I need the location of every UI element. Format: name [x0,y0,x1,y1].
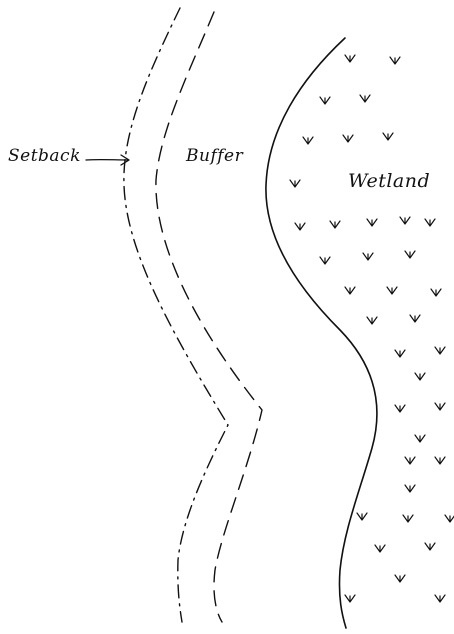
wetland-grass-icon [345,55,355,62]
wetland-grass-icon [435,457,445,464]
wetland-grass-icon [383,133,393,140]
wetland-grass-icon [360,95,370,102]
wetland-boundary [266,38,377,628]
wetland-grass-icon [345,595,355,602]
wetland-grass-icon [390,57,400,64]
wetland-grass-icon [295,223,305,230]
wetland-grass-icon [345,287,355,294]
wetland-grass-icon [415,435,425,442]
wetland-grass-icon [405,251,415,258]
wetland-grass-icon [367,317,377,324]
wetland-grass-icon [357,513,367,520]
wetland-grass-icon [400,217,410,224]
wetland-grass-icon [303,137,313,144]
setback-label: Setback [8,146,81,166]
wetland-grass-icon [375,545,385,552]
wetland-grass-icon [410,315,420,322]
wetland-grass-icon [395,575,405,582]
wetland-grass-icon [395,405,405,412]
wetland-grass-icon [395,350,405,357]
setback-arrow [86,155,129,165]
wetland-label: Wetland [348,170,430,192]
wetland-grass-icon [435,347,445,354]
wetland-grass-icon [367,219,377,226]
wetland-grass-icon [320,97,330,104]
wetland-grass-icon [343,135,353,142]
wetland-grass-icon [363,253,373,260]
wetland-grass-icon [435,403,445,410]
wetland-grass-icon [415,373,425,380]
wetland-grass-icon [290,180,300,187]
setback-line [124,8,228,622]
wetland-grass-icon [405,457,415,464]
wetland-grass-icon [425,543,435,550]
wetland-grass-icon [425,219,435,226]
wetland-grass-icon [403,515,413,522]
wetland-grass-marks [290,55,454,602]
wetland-grass-icon [320,257,330,264]
wetland-grass-icon [330,221,340,228]
wetland-grass-icon [431,289,441,296]
wetland-grass-icon [445,515,454,522]
buffer-line [156,12,262,622]
wetland-grass-icon [387,287,397,294]
buffer-label: Buffer [186,146,243,166]
wetland-grass-icon [405,485,415,492]
wetland-grass-icon [435,595,445,602]
